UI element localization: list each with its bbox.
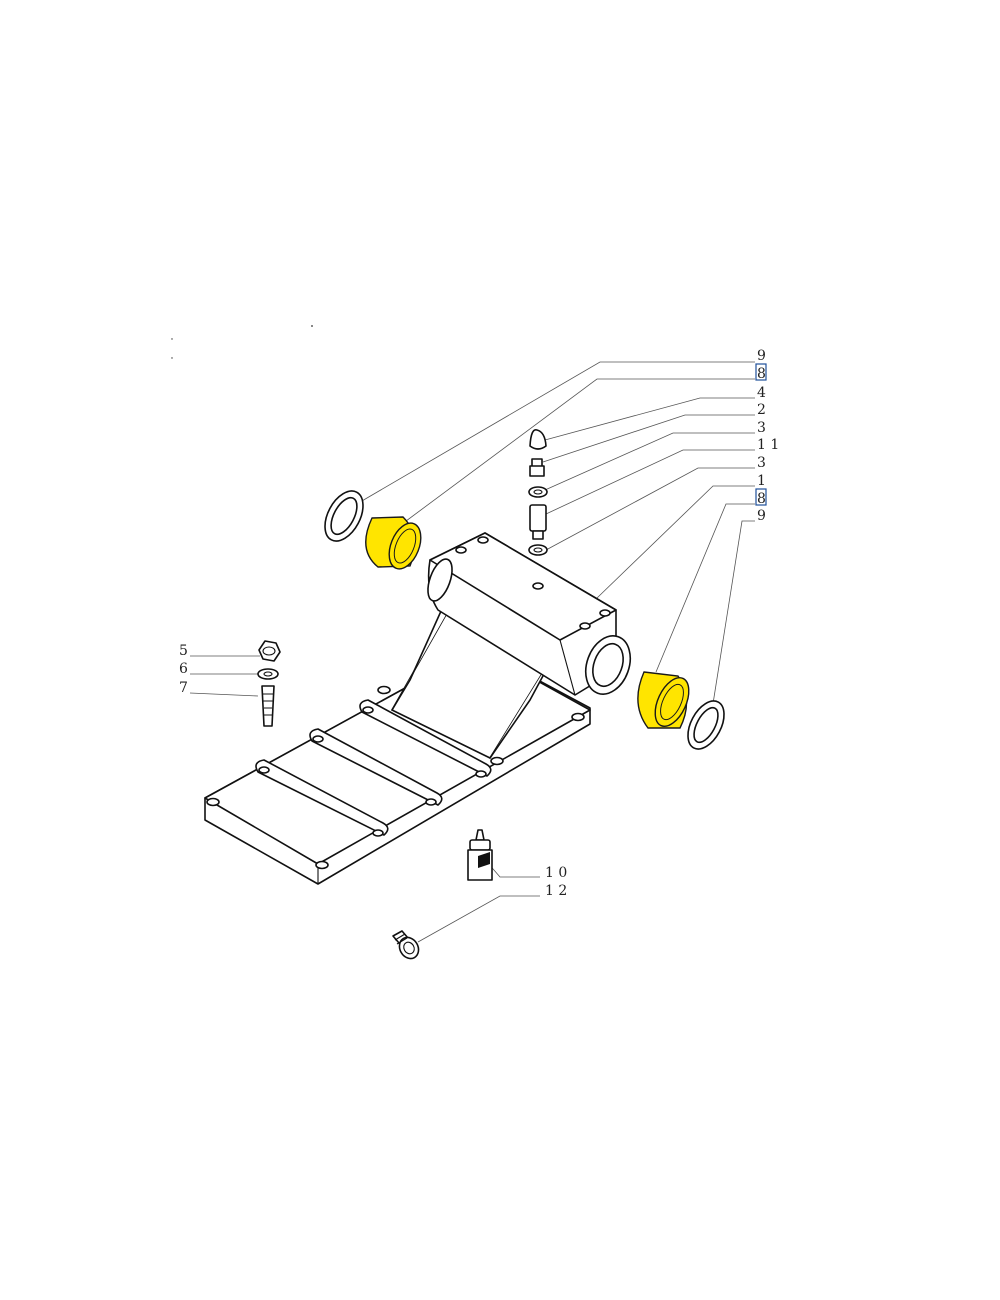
leader-9-top <box>354 361 755 506</box>
bushing-8-top <box>365 516 422 570</box>
callout-1: 1 <box>757 473 766 489</box>
callout-3a: 3 <box>757 420 766 436</box>
leader-8-top <box>397 378 755 528</box>
leader-8-bottom <box>655 503 755 673</box>
callout-9-top: 9 <box>757 348 766 364</box>
leader-11 <box>545 449 755 515</box>
stray-dot <box>171 338 173 340</box>
washer-3-upper <box>528 486 548 498</box>
callout-4: 4 <box>757 385 766 401</box>
callout-7: 7 <box>179 680 188 696</box>
callout-11: 1 1 <box>757 437 779 453</box>
support-bracket-1 <box>204 532 632 885</box>
leader-3a <box>544 432 755 491</box>
leader-2 <box>542 414 755 463</box>
callout-labels: 9 8 4 2 3 1 1 3 1 8 9 5 6 7 1 0 1 2 <box>179 348 779 899</box>
nut-5 <box>258 640 281 662</box>
callout-10: 1 0 <box>545 865 567 881</box>
callout-8-bottom: 8 <box>757 491 766 507</box>
callout-5: 5 <box>179 643 188 659</box>
leader-10 <box>486 861 540 878</box>
callout-9-bottom: 9 <box>757 508 766 524</box>
callout-8-top: 8 <box>757 366 766 382</box>
adapter-11 <box>529 504 547 540</box>
seal-ring-9-top <box>324 490 364 542</box>
washer-3-lower <box>528 544 548 556</box>
stray-dot <box>311 325 313 327</box>
callout-3b: 3 <box>757 455 766 471</box>
callout-8-top-box <box>755 363 767 381</box>
adhesive-bottle-10 <box>467 829 493 881</box>
leader-3b <box>545 467 755 551</box>
callout-12: 1 2 <box>545 883 567 899</box>
leader-1 <box>596 485 755 599</box>
leader-7 <box>189 692 259 697</box>
callout-2: 2 <box>757 402 766 418</box>
grease-cap-4 <box>529 429 547 450</box>
callout-6: 6 <box>179 661 188 677</box>
stud-7 <box>261 685 275 727</box>
leader-9-bottom <box>711 520 755 711</box>
leader-4 <box>544 397 755 441</box>
seal-ring-9-bottom <box>687 700 725 750</box>
stray-dot <box>171 357 173 359</box>
washer-6 <box>257 668 279 680</box>
bushing-8-bottom <box>637 671 690 729</box>
callout-8-bottom-box <box>755 488 767 506</box>
plug-12 <box>392 930 420 960</box>
leader-12 <box>417 895 540 943</box>
grease-nipple-2 <box>529 458 545 477</box>
